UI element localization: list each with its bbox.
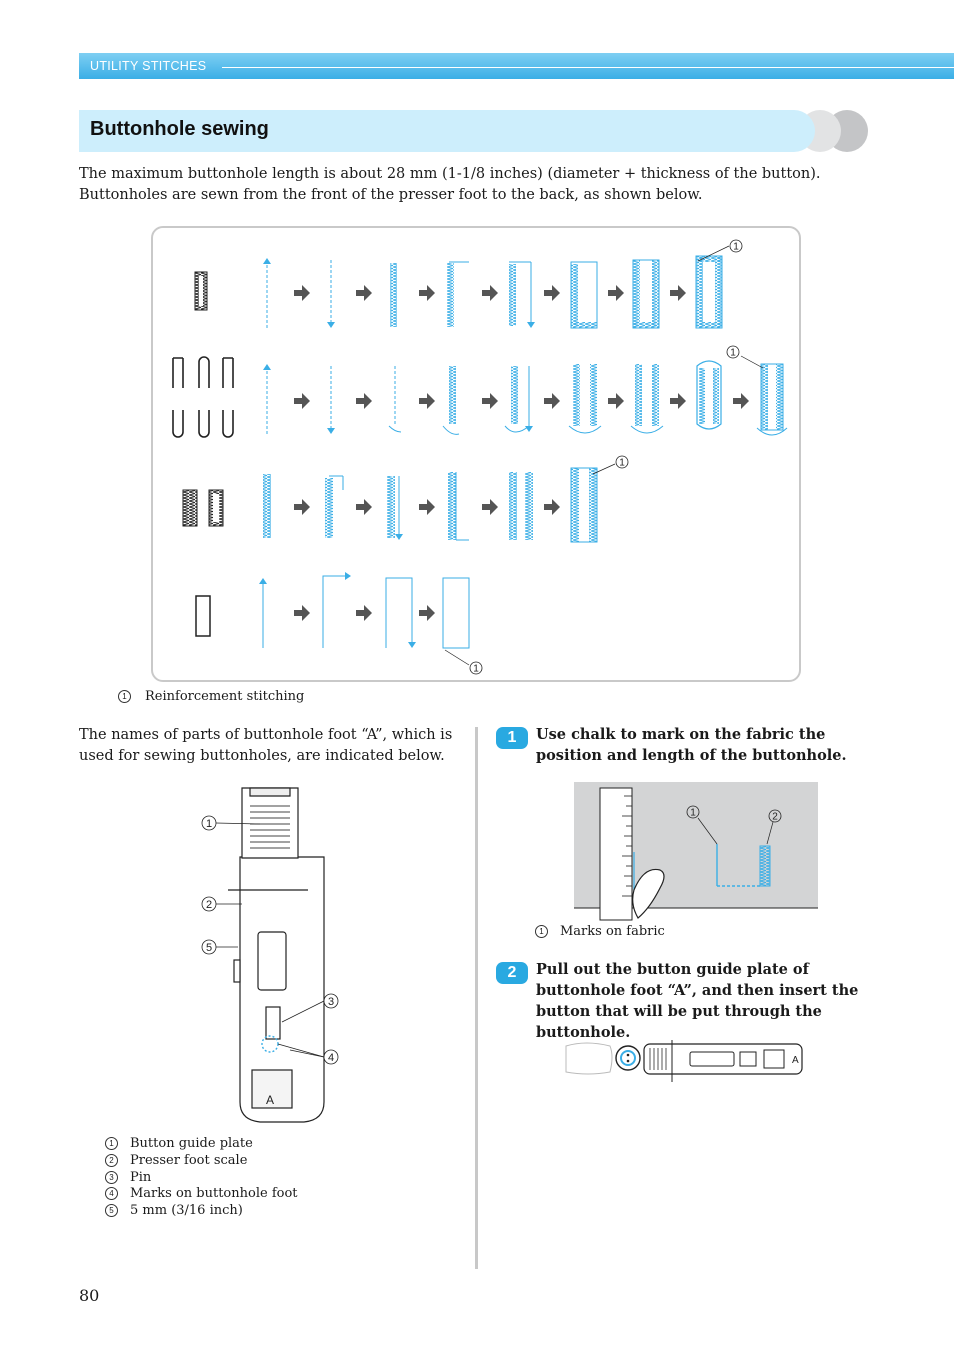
section-header-rule xyxy=(222,67,954,68)
page-title: Buttonhole sewing xyxy=(90,118,269,140)
page-number: 80 xyxy=(79,1286,100,1305)
fabric-callouts: 1 2 xyxy=(686,805,782,845)
step-2: 2 Pull out the button guide plate of but… xyxy=(496,959,876,1043)
svg-text:1: 1 xyxy=(733,242,739,253)
svg-text:3: 3 xyxy=(328,996,334,1008)
fabric-marking-figure: 1 2 xyxy=(574,782,818,921)
svg-text:5: 5 xyxy=(206,942,212,954)
row1-arrows xyxy=(294,285,686,301)
svg-text:1: 1 xyxy=(206,818,212,830)
row1-stitches xyxy=(194,255,723,329)
buttonhole-sequence-diagram: 1 1 1 1 xyxy=(151,226,801,682)
svg-text:1: 1 xyxy=(619,458,625,469)
row3-arrows xyxy=(294,499,560,515)
foot-letter: A xyxy=(266,1093,274,1107)
step-2-badge: 2 xyxy=(496,962,528,984)
button-guide-plate-figure: A xyxy=(565,1040,803,1082)
intro-line-2: Buttonholes are sewn from the front of t… xyxy=(79,187,703,203)
title-band xyxy=(79,110,815,152)
svg-text:2: 2 xyxy=(772,812,778,823)
foot-parts-intro: The names of parts of buttonhole foot “A… xyxy=(79,727,453,764)
row2-stitches xyxy=(172,356,788,438)
foot-callouts: 1 2 5 3 4 xyxy=(201,815,339,1065)
plate-foot-letter: A xyxy=(792,1055,799,1066)
diagram-caption: 1 Reinforcement stitching xyxy=(118,689,304,704)
row4-arrows xyxy=(294,605,435,621)
step-2-text: Pull out the button guide plate of butto… xyxy=(536,961,859,1041)
reinforcement-callouts: 1 1 1 1 xyxy=(444,239,764,675)
row3-stitches xyxy=(182,467,598,543)
section-header-label: UTILITY STITCHES xyxy=(90,59,207,73)
svg-text:2: 2 xyxy=(206,899,212,911)
svg-text:1: 1 xyxy=(473,664,479,675)
svg-text:1: 1 xyxy=(690,808,696,819)
intro-text: The maximum buttonhole length is about 2… xyxy=(79,164,839,206)
step-1-badge: 1 xyxy=(496,727,528,749)
caption-text: Reinforcement stitching xyxy=(145,689,305,704)
step-1-text: Use chalk to mark on the fabric the posi… xyxy=(536,726,847,764)
svg-text:4: 4 xyxy=(328,1052,334,1064)
column-divider xyxy=(475,727,478,1269)
section-header-bar xyxy=(79,53,954,79)
intro-line-1: The maximum buttonhole length is about 2… xyxy=(79,166,821,182)
caption-number: 1 xyxy=(118,690,131,703)
step-1: 1 Use chalk to mark on the fabric the po… xyxy=(496,724,876,766)
row2-arrows xyxy=(294,393,749,409)
row4-stitches xyxy=(195,572,470,649)
buttonhole-foot-figure: 1 2 5 3 4 A xyxy=(201,787,339,1123)
sequence-drawing: 1 1 1 1 xyxy=(172,239,788,675)
svg-text:1: 1 xyxy=(730,348,736,359)
